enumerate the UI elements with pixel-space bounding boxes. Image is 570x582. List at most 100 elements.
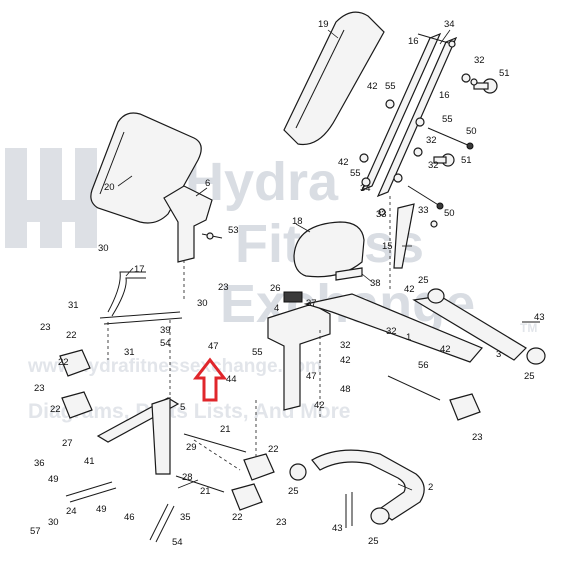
bolt-50-bottom (407, 185, 444, 210)
callout-32b: 32 (426, 135, 437, 146)
callout-16a: 16 (408, 36, 419, 47)
handle-35 (149, 503, 175, 543)
callout-21b: 21 (200, 486, 211, 497)
callout-3: 3 (496, 349, 501, 360)
callout-23d: 23 (472, 432, 483, 443)
callout-5: 5 (180, 402, 185, 413)
callout-42e: 42 (340, 355, 351, 366)
foot-caps-25-front (289, 463, 390, 525)
callout-19: 19 (318, 19, 329, 30)
callout-36: 36 (34, 458, 45, 469)
bolt-34 (417, 33, 456, 48)
callout-32c: 32 (428, 160, 439, 171)
callout-50a: 50 (466, 126, 477, 137)
seat-rail-1 (303, 293, 483, 363)
back-pad-19 (283, 11, 385, 146)
callout-39: 39 (160, 325, 171, 336)
callout-43a: 43 (534, 312, 545, 323)
callout-18: 18 (292, 216, 303, 227)
highlight-arrow (192, 357, 228, 402)
seat-pad-18 (293, 221, 365, 278)
callout-30b: 30 (197, 298, 208, 309)
callout-16b: 16 (439, 90, 450, 101)
leg-extension-tube-17 (99, 271, 183, 325)
callout-15: 15 (382, 241, 393, 252)
callout-30c: 30 (48, 517, 59, 528)
callout-23c: 23 (34, 383, 45, 394)
callout-31a: 31 (68, 300, 79, 311)
callout-6: 6 (205, 178, 210, 189)
leg-bracket-6 (163, 185, 213, 263)
bolts-43 (345, 321, 540, 528)
rollers-22 (59, 349, 481, 511)
callout-22a: 22 (66, 330, 77, 341)
callout-48: 48 (340, 384, 351, 395)
seat-bracket-4 (267, 303, 331, 411)
callout-51a: 51 (499, 68, 510, 79)
callout-42f: 42 (314, 400, 325, 411)
callout-31b: 31 (124, 347, 135, 358)
callout-46: 46 (124, 512, 135, 523)
callout-42b: 42 (338, 157, 349, 168)
callout-50b: 50 (444, 208, 455, 219)
knob-51-top (473, 78, 498, 94)
callout-25a: 25 (418, 275, 429, 286)
callout-35: 35 (180, 512, 191, 523)
bolt-53 (201, 232, 223, 240)
callout-42a: 42 (367, 81, 378, 92)
callout-32a: 32 (474, 55, 485, 66)
callout-20: 20 (104, 182, 115, 193)
foot-caps-25 (427, 288, 546, 365)
support-bracket-15 (393, 203, 415, 269)
back-rails-16 (360, 32, 458, 198)
callout-56: 56 (418, 360, 429, 371)
back-hardware (359, 73, 478, 228)
callout-47b: 47 (306, 371, 317, 382)
callout-41: 41 (84, 456, 95, 467)
callout-27: 27 (62, 438, 73, 449)
callout-34b: 34 (360, 183, 371, 194)
callout-38: 38 (370, 278, 381, 289)
cap-26 (283, 291, 303, 303)
callout-22c: 22 (50, 404, 61, 415)
callout-57: 57 (30, 526, 41, 537)
callout-17: 17 (134, 264, 145, 275)
callout-25c: 25 (288, 486, 299, 497)
callout-32e: 32 (340, 340, 351, 351)
callout-47a: 47 (208, 341, 219, 352)
callout-30a: 30 (98, 243, 109, 254)
callout-25d: 25 (368, 536, 379, 547)
callout-4: 4 (274, 303, 279, 314)
rod-56 (387, 375, 441, 401)
front-base-2 (311, 449, 425, 521)
callout-44: 44 (226, 374, 237, 385)
axle-24 (65, 481, 117, 503)
callout-43b: 43 (332, 523, 343, 534)
callout-51b: 51 (461, 155, 472, 166)
rods-21 (175, 433, 247, 493)
leader-lines (117, 29, 451, 491)
callout-29: 29 (186, 442, 197, 453)
callout-22b: 22 (58, 357, 69, 368)
callout-55a: 55 (385, 81, 396, 92)
callout-23a: 23 (218, 282, 229, 293)
callout-33b: 33 (418, 205, 429, 216)
callout-26: 26 (270, 283, 281, 294)
callout-53: 53 (228, 225, 239, 236)
front-frame-5 (96, 397, 180, 475)
callout-34: 34 (444, 19, 455, 30)
callout-55b: 55 (442, 114, 453, 125)
callout-1: 1 (406, 332, 411, 343)
seat-strip-38 (335, 267, 363, 281)
callout-24: 24 (66, 506, 77, 517)
callout-32d: 32 (386, 326, 397, 337)
callout-54a: 54 (160, 338, 171, 349)
callout-54b: 54 (172, 537, 183, 548)
callout-37: 37 (306, 298, 317, 309)
callout-55c: 55 (350, 168, 361, 179)
callout-22d: 22 (268, 444, 279, 455)
callout-49a: 49 (48, 474, 59, 485)
callout-23b: 23 (40, 322, 51, 333)
knob-51-mid (433, 153, 455, 167)
